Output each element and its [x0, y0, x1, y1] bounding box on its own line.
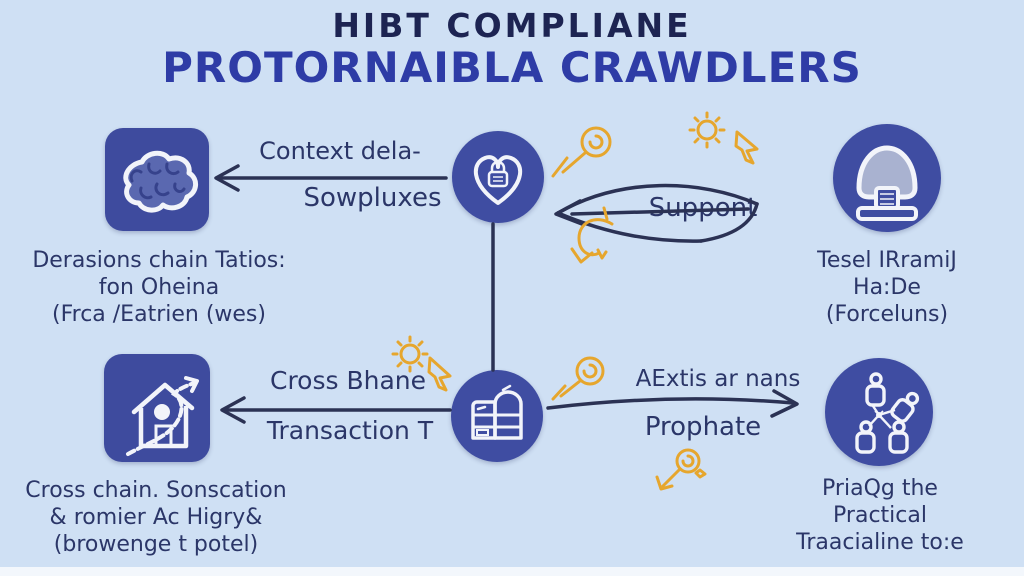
- cursor-doodle-top: [734, 130, 759, 165]
- people-caption: PriaQg the Practical Traacialine to:e: [768, 475, 992, 556]
- dome-caption-line3: (Forceluns): [825, 302, 949, 327]
- people-network-icon: [855, 372, 920, 454]
- edge-label-context: Context dela-: [259, 137, 421, 165]
- magnifier-doodle-top: [551, 126, 612, 178]
- edge-label-suppont: Suppont: [648, 193, 758, 223]
- brain-node: [105, 128, 209, 231]
- heart-lock-icon: [473, 155, 523, 205]
- edge-label-transaction: Transaction T: [266, 416, 434, 445]
- heart-node: [452, 131, 544, 223]
- house-node: [104, 354, 210, 462]
- people-node: [825, 358, 933, 466]
- brain-caption-line1: Derasions chain Tatios:: [32, 248, 286, 273]
- edge-label-sowpluxes: Sowpluxes: [303, 183, 442, 213]
- house-caption-line2: & romier Ac Higry&: [49, 505, 263, 530]
- house-caption-line1: Cross chain. Sonscation: [25, 478, 287, 503]
- house-growth-icon: [126, 376, 199, 456]
- house-caption-line3: (browenge t potel): [53, 532, 259, 557]
- terminal-dome-icon: [856, 145, 918, 221]
- people-caption-line3: Traacialine to:e: [796, 530, 964, 555]
- server-stack-icon: [471, 384, 523, 440]
- people-caption-line1: PriaQg the: [822, 476, 938, 501]
- title-line1: HIBT COMPLIANE: [332, 6, 692, 45]
- dome-caption: Tesel IRramiJ Ha:De (Forceluns): [772, 247, 1002, 328]
- edge-label-aextis: AExtis ar nans: [635, 366, 801, 392]
- server-node: [451, 370, 543, 462]
- people-caption-line2: Practical: [833, 503, 927, 528]
- magnifier-doodle-middle: [551, 356, 605, 401]
- brain-caption-line2: fon Oheina: [98, 275, 220, 300]
- dome-caption-line1: Tesel IRramiJ: [817, 248, 957, 273]
- bottom-strip: [0, 567, 1024, 576]
- edge-label-cross-bhane: Cross Bhane: [269, 366, 427, 395]
- brain-icon: [123, 150, 198, 213]
- magnifier-arrow-doodle-bottom: [655, 448, 707, 491]
- curved-arrow-doodle: [570, 206, 614, 264]
- edge-label-prophate: Prophate: [644, 412, 762, 442]
- dome-caption-line2: Ha:De: [853, 275, 921, 300]
- gear-doodle-top: [688, 111, 726, 149]
- house-caption: Cross chain. Sonscation & romier Ac Higr…: [10, 477, 302, 558]
- title-line2: PROTORNAIBLA CRAWDLERS: [162, 43, 862, 92]
- brain-caption: Derasions chain Tatios: fon Oheina (Frca…: [14, 247, 304, 328]
- dome-node: [833, 124, 941, 232]
- brain-caption-line3: (Frca /Eatrien (wes): [52, 302, 266, 327]
